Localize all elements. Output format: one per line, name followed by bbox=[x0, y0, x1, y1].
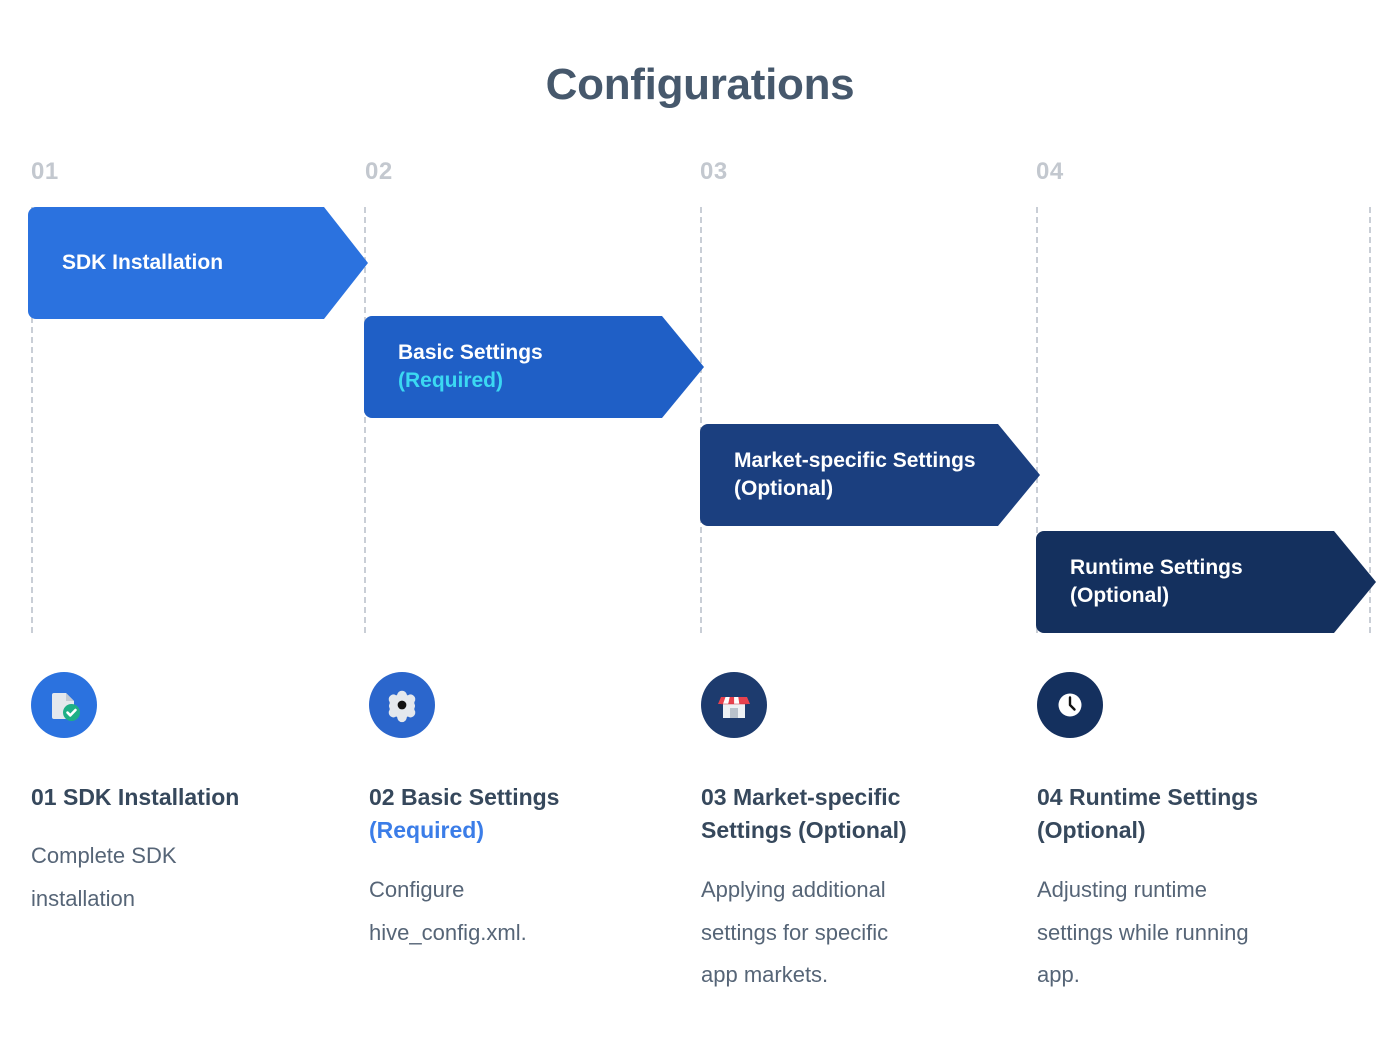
legend-column-01: 01 SDK Installation Complete SDK install… bbox=[31, 672, 331, 921]
arrow-label-01: SDK Installation bbox=[28, 249, 223, 277]
legend-body-01: Complete SDK installation bbox=[31, 843, 177, 912]
step-number-03: 03 bbox=[700, 158, 728, 185]
legend-column-03: 03 Market-specific Settings (Optional) A… bbox=[701, 672, 1001, 997]
arrow-banner-sdk-installation[interactable]: SDK Installation bbox=[28, 207, 368, 319]
arrow-subtitle-02: (Required) bbox=[398, 369, 503, 392]
arrow-title-02: Basic Settings bbox=[398, 340, 543, 364]
legend-body-02: Configure hive_config.xml. bbox=[369, 876, 527, 945]
step-number-04: 04 bbox=[1036, 158, 1064, 185]
step-number-01: 01 bbox=[31, 158, 59, 185]
legend-body-04: Adjusting runtime settings while running… bbox=[1037, 876, 1249, 988]
guide-rail-03 bbox=[700, 207, 702, 633]
arrow-label-02: Basic Settings (Required) bbox=[364, 339, 543, 396]
clock-icon bbox=[1037, 672, 1103, 738]
arrow-title-04: Runtime Settings bbox=[1070, 555, 1243, 579]
arrow-banner-market-specific-settings[interactable]: Market-specific Settings (Optional) bbox=[700, 424, 1040, 526]
legend-heading-main-04: 04 Runtime Settings (Optional) bbox=[1037, 784, 1259, 844]
legend-body-03: Applying additional settings for specifi… bbox=[701, 876, 889, 988]
document-check-icon bbox=[31, 672, 97, 738]
arrow-title-01: SDK Installation bbox=[62, 250, 224, 274]
guide-rail-04 bbox=[1036, 207, 1038, 633]
arrow-shape-02 bbox=[364, 316, 704, 418]
gear-icon bbox=[369, 672, 435, 738]
arrow-banner-basic-settings[interactable]: Basic Settings (Required) bbox=[364, 316, 704, 418]
guide-rail-02 bbox=[364, 207, 366, 633]
legend-heading-main-01: 01 SDK Installation bbox=[31, 784, 240, 810]
legend-heading-02: 02 Basic Settings (Required) bbox=[369, 781, 669, 848]
arrow-shape-01 bbox=[28, 207, 368, 319]
arrow-subtitle-04: (Optional) bbox=[1070, 584, 1170, 607]
legend-heading-main-02: 02 Basic Settings bbox=[369, 784, 560, 810]
guide-rail-end bbox=[1369, 207, 1371, 633]
legend-heading-04: 04 Runtime Settings (Optional) bbox=[1037, 781, 1357, 848]
document-check-glyph bbox=[52, 693, 80, 721]
guide-rail-01 bbox=[31, 207, 33, 633]
arrow-shape-03 bbox=[700, 424, 1040, 526]
storefront-glyph bbox=[718, 697, 750, 718]
arrow-label-03: Market-specific Settings (Optional) bbox=[700, 447, 976, 504]
arrow-banner-runtime-settings[interactable]: Runtime Settings (Optional) bbox=[1036, 531, 1376, 633]
legend-heading-01: 01 SDK Installation bbox=[31, 781, 331, 814]
legend-heading-accent-02: (Required) bbox=[369, 817, 484, 844]
legend-heading-main-03: 03 Market-specific Settings (Optional) bbox=[701, 784, 907, 844]
legend-column-02: 02 Basic Settings (Required) Configure h… bbox=[369, 672, 669, 954]
storefront-icon bbox=[701, 672, 767, 738]
legend-heading-03: 03 Market-specific Settings (Optional) bbox=[701, 781, 1001, 848]
gear-glyph bbox=[388, 690, 416, 723]
arrow-shape-04 bbox=[1036, 531, 1376, 633]
arrow-subtitle-03: (Optional) bbox=[734, 477, 834, 500]
step-number-02: 02 bbox=[365, 158, 393, 185]
arrow-title-03: Market-specific Settings bbox=[734, 448, 976, 472]
legend-column-04: 04 Runtime Settings (Optional) Adjusting… bbox=[1037, 672, 1357, 997]
clock-glyph bbox=[1058, 693, 1082, 717]
arrow-label-04: Runtime Settings (Optional) bbox=[1036, 554, 1243, 611]
page-title: Configurations bbox=[545, 60, 855, 109]
